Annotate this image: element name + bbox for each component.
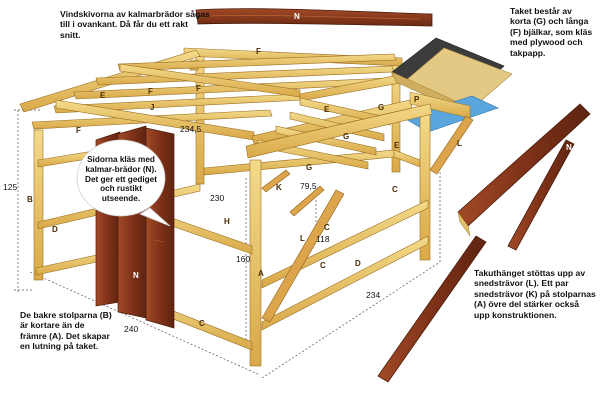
dimension-240: 240: [124, 324, 138, 334]
part-label-f-3: F: [148, 87, 153, 96]
part-label-e-2: E: [324, 105, 330, 114]
dimension-234-5: 234,5: [180, 124, 202, 134]
part-label-n-1: N: [294, 12, 300, 21]
part-label-c-2: C: [320, 261, 326, 270]
loose-plank-top: [195, 8, 433, 27]
part-label-n-5: N: [133, 271, 139, 280]
dimension-79-5: 79,5: [300, 181, 317, 191]
part-label-c-4: C: [324, 223, 330, 232]
braces: [261, 115, 474, 323]
part-label-c-3: C: [392, 185, 398, 194]
part-labels: A B C C C C D D E E E F F F F G G G H J …: [27, 12, 572, 328]
note-rear-posts: De bakre stolparna (B) är kortare än de …: [20, 310, 112, 352]
part-label-h: H: [224, 217, 230, 226]
part-label-d-1: D: [52, 225, 58, 234]
part-label-n-3: N: [566, 143, 572, 152]
note-side-cladding: Sidorna kläs med kalmar-brädor (N). Det …: [85, 155, 157, 204]
part-label-d-2: D: [355, 259, 361, 268]
part-label-l-1: L: [300, 234, 305, 243]
dimension-118: 118: [316, 234, 330, 244]
part-label-a: A: [258, 269, 264, 278]
part-label-c-1: C: [199, 319, 205, 328]
part-label-f-4: F: [76, 126, 81, 135]
part-label-l-2: L: [457, 139, 462, 148]
part-label-g-3: G: [306, 163, 312, 172]
part-label-n-4: N: [448, 251, 454, 260]
part-label-e-1: E: [100, 91, 106, 100]
dimension-234: 234: [366, 290, 380, 300]
part-label-j: J: [150, 103, 154, 112]
note-roof-construction: Taket består av korta (G) och långa (F) …: [510, 6, 593, 58]
dimension-160: 160: [236, 254, 250, 264]
part-label-e-3: E: [394, 141, 400, 150]
callout-bubble-shape: [76, 139, 171, 227]
part-label-b: B: [27, 195, 33, 204]
part-label-n-2: N: [549, 119, 555, 128]
part-label-f-1: F: [256, 47, 261, 56]
dimension-labels: 125 234,5 230 79,5 118 160 240 234: [3, 124, 380, 334]
loose-planks-right: [377, 103, 591, 383]
part-label-k: K: [276, 183, 282, 192]
part-label-f-2: F: [196, 84, 201, 93]
note-braces: Takuthänget stöttas upp av snedsträvor (…: [474, 268, 596, 320]
dimension-230: 230: [210, 193, 224, 203]
part-label-g-2: G: [343, 132, 349, 141]
part-label-p: P: [414, 95, 420, 104]
ground-guides: [14, 109, 441, 379]
note-fascia-boards: Vindskivorna av kalmarbrädor sågas till …: [60, 9, 210, 40]
part-label-g-1: G: [378, 103, 384, 112]
dimension-125: 125: [3, 182, 17, 192]
